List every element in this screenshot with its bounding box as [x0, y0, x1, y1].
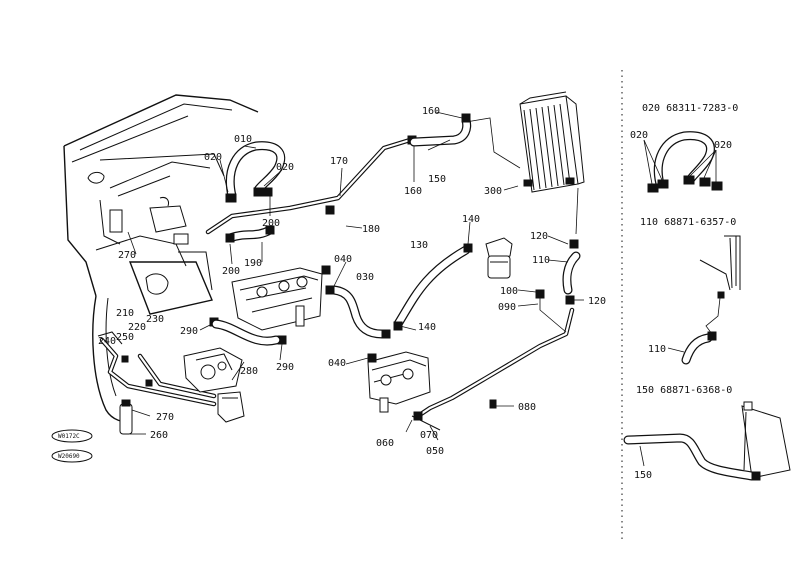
kit-020-clamp-3 [683, 175, 695, 185]
kit-020-callout-left: 020 [630, 130, 648, 141]
serial-stamps: W0172C W20690 [51, 429, 93, 463]
kit-020-clamp-4 [699, 177, 711, 187]
callout-280: 280 [240, 366, 258, 377]
callout-020-right: 020 [276, 162, 294, 173]
callout-290-left: 290 [180, 326, 198, 337]
kit-020-clamp-5 [711, 181, 723, 191]
detail-panel: 020 68311-7283-0 020 020 110 68871-6357-… [623, 103, 791, 481]
callout-050: 050 [426, 446, 444, 457]
callout-060: 060 [376, 438, 394, 449]
callout-180: 180 [362, 224, 380, 235]
kit-020-callout-right: 020 [714, 140, 732, 151]
callout-leaders [127, 111, 584, 441]
hose-110-and-return-pipe [413, 239, 581, 421]
callout-130: 130 [410, 240, 428, 251]
callout-120-right: 120 [588, 296, 606, 307]
callout-270-top: 270 [118, 250, 136, 261]
callout-110: 110 [532, 255, 550, 266]
stamp-top [51, 429, 93, 443]
callout-010: 010 [234, 134, 252, 145]
callout-100: 100 [500, 286, 518, 297]
stamp-bottom-text: W20690 [58, 453, 80, 460]
callout-200-left: 200 [222, 266, 240, 277]
left-pump-assembly [97, 317, 287, 435]
callout-170: 170 [330, 156, 348, 167]
callout-290-right: 290 [276, 362, 294, 373]
callout-140-top: 140 [462, 214, 480, 225]
callout-220: 220 [128, 322, 146, 333]
callout-240: 240 [98, 336, 116, 347]
callout-040-bottom: 040 [328, 358, 346, 369]
kit-110-label: 110 68871-6357-0 [640, 217, 736, 228]
callout-210: 210 [116, 308, 134, 319]
return-hose-010 [225, 141, 286, 203]
tractor-body-outline [63, 94, 259, 423]
callout-090: 090 [498, 302, 516, 313]
callout-070: 070 [420, 430, 438, 441]
callout-200-right: 200 [262, 218, 280, 229]
callout-150: 150 [428, 174, 446, 185]
callout-160-top: 160 [422, 106, 440, 117]
callout-080: 080 [518, 402, 536, 413]
callout-250: 250 [116, 332, 134, 343]
callout-140-mid: 140 [418, 322, 436, 333]
kit-150-callout: 150 [634, 470, 652, 481]
oil-cooler [465, 91, 585, 235]
callout-300: 300 [484, 186, 502, 197]
callout-270-bottom: 270 [156, 412, 174, 423]
kit-110-callout: 110 [648, 344, 666, 355]
lower-valve-block [367, 351, 497, 431]
kit-020-clamp-2 [657, 179, 669, 189]
cooler-hose-150 [409, 113, 472, 147]
callout-190: 190 [244, 258, 262, 269]
kit-020-clamp-1 [647, 183, 659, 193]
callout-020-left: 020 [204, 152, 222, 163]
stamp-bottom [51, 449, 93, 463]
callout-160-bottom: 160 [404, 186, 422, 197]
stamp-top-text: W0172C [58, 433, 80, 440]
hose-130-and-filter [393, 237, 513, 331]
kit-150-label: 150 68871-6368-0 [636, 385, 732, 396]
kit-020-label: 020 68311-7283-0 [642, 103, 738, 114]
callout-260: 260 [150, 430, 168, 441]
callout-120-top: 120 [530, 231, 548, 242]
hose-030 [325, 285, 391, 339]
callout-040-top: 040 [334, 254, 352, 265]
callout-230: 230 [146, 314, 164, 325]
control-valve-block [205, 135, 417, 331]
callout-030: 030 [356, 272, 374, 283]
callout-labels: 010 020 020 170 180 160 160 150 300 140 … [98, 106, 606, 457]
